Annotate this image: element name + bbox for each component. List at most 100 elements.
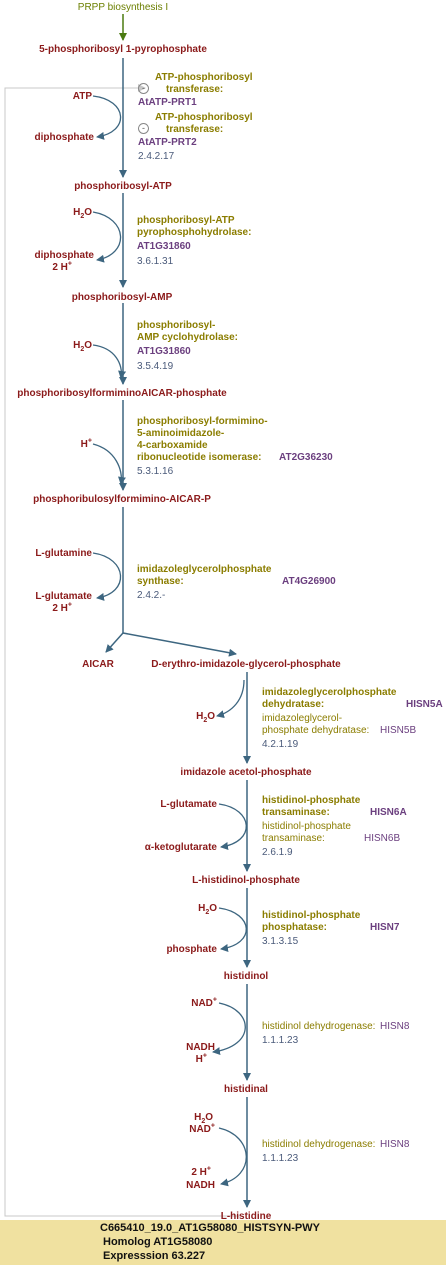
enzyme-name[interactable]: phosphoribosyl- xyxy=(137,320,216,331)
side-nad[interactable]: NAD+ xyxy=(191,996,217,1009)
metabolite-phosphoribosylformiminoaicar-p[interactable]: phosphoribosylformiminoAICAR-phosphate xyxy=(17,388,227,399)
metabolite-prpp[interactable]: 5-phosphoribosyl 1-pyrophosphate xyxy=(39,44,207,55)
enzyme-name[interactable]: phosphatase: xyxy=(262,922,328,933)
side-h2o[interactable]: H2O xyxy=(196,711,215,724)
side-phosphate[interactable]: phosphate xyxy=(166,944,217,955)
enzyme-name[interactable]: ATP-phosphoribosyl xyxy=(155,72,253,83)
side-protons[interactable]: 2 H+ xyxy=(191,1165,211,1178)
side-l-glutamine[interactable]: L-glutamine xyxy=(35,548,92,559)
enzyme-name[interactable]: phosphoribosyl-ATP xyxy=(137,215,235,226)
enzyme-name[interactable]: imidazoleglycerol- xyxy=(262,713,343,724)
gene-link[interactable]: HISN5B xyxy=(380,725,417,736)
gene-link[interactable]: HISN7 xyxy=(370,922,400,933)
footer-homolog: Homolog AT1G58080 xyxy=(103,1236,213,1248)
footer-expression: Expresssion 63.227 xyxy=(103,1250,206,1262)
gene-link[interactable]: AT1G31860 xyxy=(137,241,191,252)
side-curve-1 xyxy=(92,95,122,140)
side-l-glutamate[interactable]: L-glutamate xyxy=(160,799,217,810)
side-proton[interactable]: H+ xyxy=(195,1052,207,1065)
branch-arrow-igp xyxy=(122,632,237,657)
side-curve-9 xyxy=(212,1002,246,1055)
enzyme-name[interactable]: pyrophosphohydrolase: xyxy=(137,227,252,238)
enzyme-name[interactable]: histidinol-phosphate xyxy=(262,910,361,921)
gene-link[interactable]: HISN8 xyxy=(380,1021,410,1032)
side-h2o[interactable]: H2O xyxy=(198,903,217,916)
side-curve-6 xyxy=(216,679,245,719)
enzyme-name[interactable]: ribonucleotide isomerase: xyxy=(137,452,262,463)
side-proton[interactable]: H+ xyxy=(80,437,92,450)
enzyme-name[interactable]: transferase: xyxy=(166,84,224,95)
enzyme-name[interactable]: histidinol dehydrogenase: xyxy=(262,1139,376,1150)
footer-panel: C665410_19.0_AT1G58080_HISTSYN-PWY Homol… xyxy=(0,1220,446,1265)
enzyme-name[interactable]: transaminase: xyxy=(262,807,330,818)
side-nadh[interactable]: NADH xyxy=(186,1180,215,1191)
ec-number[interactable]: 4.2.1.19 xyxy=(262,739,299,750)
gene-link[interactable]: AT1G31860 xyxy=(137,346,191,357)
side-nadh[interactable]: NADH xyxy=(186,1042,215,1053)
side-curve-5 xyxy=(92,552,122,601)
enzyme-name[interactable]: synthase: xyxy=(137,576,184,587)
gene-link[interactable]: HISN6A xyxy=(370,807,407,818)
side-diphosphate[interactable]: diphosphate xyxy=(34,250,94,261)
enzyme-name[interactable]: histidinol-phosphate xyxy=(262,795,361,806)
side-nad[interactable]: NAD+ xyxy=(189,1122,215,1135)
metabolite-aicar[interactable]: AICAR xyxy=(82,659,114,670)
ec-number[interactable]: 2.4.2.- xyxy=(137,590,166,601)
ec-number[interactable]: 3.1.3.15 xyxy=(262,936,299,947)
enzyme-name[interactable]: dehydratase: xyxy=(262,699,325,710)
enzyme-name[interactable]: transferase: xyxy=(166,124,224,135)
gene-link[interactable]: HISN5A xyxy=(406,699,443,710)
gene-link[interactable]: AT4G26900 xyxy=(282,576,336,587)
inhibition-minus-icon: - xyxy=(138,83,149,94)
gene-link[interactable]: AT2G36230 xyxy=(279,452,333,463)
enzyme-name[interactable]: transaminase: xyxy=(262,833,325,844)
feedback-inhibition-line xyxy=(4,84,242,1217)
metabolite-l-histidinol-phosphate[interactable]: L-histidinol-phosphate xyxy=(192,875,300,886)
gene-link[interactable]: HISN8 xyxy=(380,1139,410,1150)
metabolite-histidinol[interactable]: histidinol xyxy=(223,971,269,982)
side-atp[interactable]: ATP xyxy=(72,91,92,102)
ec-number[interactable]: 5.3.1.16 xyxy=(137,466,174,477)
enzyme-name[interactable]: 5-aminoimidazole- xyxy=(137,428,225,439)
enzyme-name[interactable]: phosphate dehydratase: xyxy=(262,725,370,736)
enzyme-name[interactable]: 4-carboxamide xyxy=(137,440,208,451)
inhibition-minus-icon: - xyxy=(138,123,149,134)
enzyme-name[interactable]: histidinol-phosphate xyxy=(262,821,351,832)
ec-number[interactable]: 1.1.1.23 xyxy=(262,1153,299,1164)
gene-link[interactable]: HISN6B xyxy=(364,833,401,844)
side-h2o[interactable]: H2O xyxy=(73,207,92,220)
metabolite-l-histidine[interactable]: L-histidine xyxy=(220,1211,272,1222)
ec-number[interactable]: 1.1.1.23 xyxy=(262,1035,299,1046)
side-h2o[interactable]: H2O xyxy=(194,1112,213,1125)
enzyme-name[interactable]: phosphoribosyl-formimino- xyxy=(137,416,268,427)
side-curve-7 xyxy=(218,803,247,850)
source-pathway-link[interactable]: PRPP biosynthesis I xyxy=(77,2,169,13)
side-l-glutamate[interactable]: L-glutamate xyxy=(35,591,92,602)
side-protons[interactable]: 2 H+ xyxy=(52,601,72,614)
side-protons[interactable]: 2 H+ xyxy=(52,260,72,273)
metabolite-phosphoribosyl-atp[interactable]: phosphoribosyl-ATP xyxy=(74,181,172,192)
enzyme-name[interactable]: ATP-phosphoribosyl xyxy=(155,112,253,123)
enzyme-name[interactable]: imidazoleglycerolphosphate xyxy=(137,564,272,575)
side-h2o[interactable]: H2O xyxy=(73,340,92,353)
side-alpha-ketoglutarate[interactable]: α-ketoglutarate xyxy=(144,842,217,853)
ec-number[interactable]: 3.6.1.31 xyxy=(137,256,174,267)
enzyme-name[interactable]: histidinol dehydrogenase: xyxy=(262,1021,376,1032)
side-curve-10 xyxy=(218,1127,247,1187)
ec-number[interactable]: 2.4.2.17 xyxy=(138,151,175,162)
gene-link[interactable]: AtATP-PRT2 xyxy=(138,137,197,148)
metabolite-phosphoribosyl-amp[interactable]: phosphoribosyl-AMP xyxy=(71,292,173,303)
metabolite-imidazole-glycerol-phosphate[interactable]: D-erythro-imidazole-glycerol-phosphate xyxy=(151,659,341,670)
metabolite-imidazole-acetol-phosphate[interactable]: imidazole acetol-phosphate xyxy=(180,767,312,778)
ec-number[interactable]: 2.6.1.9 xyxy=(262,847,293,858)
side-diphosphate[interactable]: diphosphate xyxy=(34,132,94,143)
side-curve-3 xyxy=(92,344,127,379)
side-curve-8 xyxy=(218,907,247,952)
metabolite-histidinal[interactable]: histidinal xyxy=(224,1084,268,1095)
enzyme-name[interactable]: AMP cyclohydrolase: xyxy=(137,332,238,343)
enzyme-name[interactable]: imidazoleglycerolphosphate xyxy=(262,687,397,698)
metabolite-phosphoribulosylformimino-aicar-p[interactable]: phosphoribulosylformimino-AICAR-P xyxy=(33,494,211,505)
gene-link[interactable]: AtATP-PRT1 xyxy=(138,97,197,108)
ec-number[interactable]: 3.5.4.19 xyxy=(137,361,174,372)
